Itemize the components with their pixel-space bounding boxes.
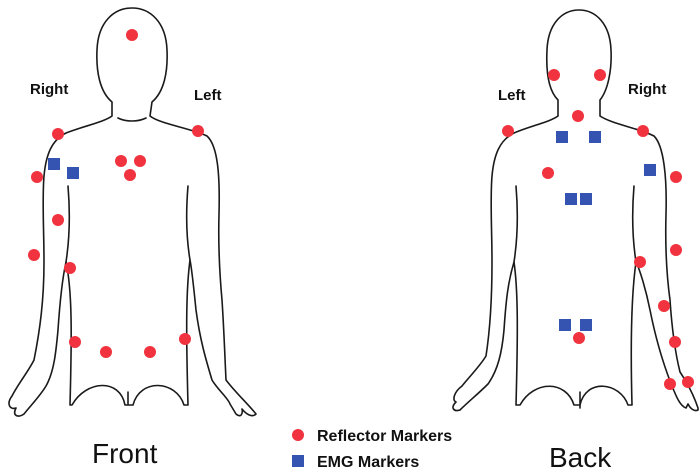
- back-body-outline: [453, 10, 698, 411]
- reflector-marker: [144, 346, 156, 358]
- emg-marker: [589, 131, 601, 143]
- back-figure: [453, 10, 698, 411]
- reflector-marker: [669, 336, 681, 348]
- reflector-marker: [502, 125, 514, 137]
- emg-marker: [580, 319, 592, 331]
- reflector-marker: [637, 125, 649, 137]
- reflector-marker: [542, 167, 554, 179]
- back-left-side-label: Left: [498, 87, 526, 104]
- legend-reflector-label: Reflector Markers: [317, 428, 452, 445]
- reflector-marker: [594, 69, 606, 81]
- reflector-marker: [100, 346, 112, 358]
- reflector-marker: [664, 378, 676, 390]
- front-caption: Front: [92, 438, 158, 469]
- front-right-side-label: Right: [30, 81, 68, 98]
- emg-marker: [67, 167, 79, 179]
- reflector-marker: [115, 155, 127, 167]
- front-neckline: [118, 118, 146, 121]
- reflector-marker: [192, 125, 204, 137]
- emg-marker: [48, 158, 60, 170]
- reflector-marker: [69, 336, 81, 348]
- reflector-marker: [670, 244, 682, 256]
- back-right-armpit-line: [514, 186, 517, 262]
- front-figure: [9, 8, 256, 416]
- legend-emg-label: EMG Markers: [317, 454, 419, 471]
- emg-marker: [559, 319, 571, 331]
- reflector-marker: [179, 333, 191, 345]
- legend-emg-swatch: [292, 455, 304, 467]
- reflector-marker: [634, 256, 646, 268]
- back-caption: Back: [549, 442, 612, 472]
- legend-reflector-swatch: [292, 429, 304, 441]
- emg-marker: [556, 131, 568, 143]
- reflector-marker: [28, 249, 40, 261]
- legend: Reflector Markers EMG Markers: [292, 428, 452, 471]
- reflector-marker: [31, 171, 43, 183]
- reflector-marker: [548, 69, 560, 81]
- reflector-marker: [126, 29, 138, 41]
- front-left-armpit-line: [187, 186, 190, 260]
- reflector-marker: [64, 262, 76, 274]
- reflector-marker: [124, 169, 136, 181]
- emg-marker: [644, 164, 656, 176]
- emg-marker: [565, 193, 577, 205]
- reflector-marker: [52, 128, 64, 140]
- back-left-armpit-line: [633, 186, 636, 262]
- back-right-side-label: Right: [628, 81, 666, 98]
- reflector-marker: [670, 171, 682, 183]
- reflector-marker: [134, 155, 146, 167]
- reflector-marker: [572, 110, 584, 122]
- front-left-side-label: Left: [194, 87, 222, 104]
- emg-marker: [580, 193, 592, 205]
- front-body-outline: [9, 8, 256, 416]
- front-markers: [28, 29, 204, 358]
- reflector-marker: [573, 332, 585, 344]
- front-right-armpit-line: [66, 186, 69, 262]
- reflector-marker: [658, 300, 670, 312]
- reflector-marker: [52, 214, 64, 226]
- reflector-marker: [682, 376, 694, 388]
